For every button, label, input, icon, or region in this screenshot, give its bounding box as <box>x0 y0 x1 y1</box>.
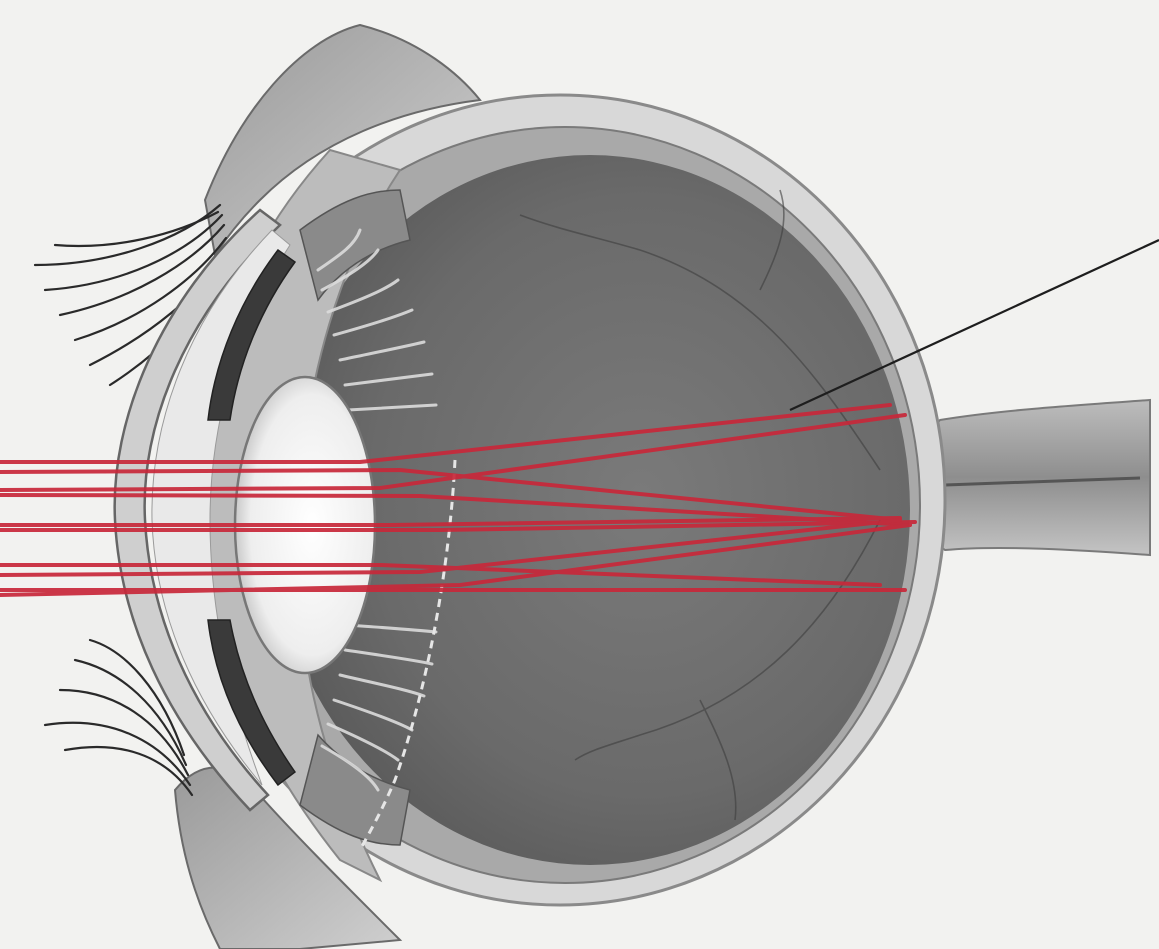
eye-illustration <box>0 0 1159 949</box>
eye-cross-section-diagram <box>0 0 1159 949</box>
